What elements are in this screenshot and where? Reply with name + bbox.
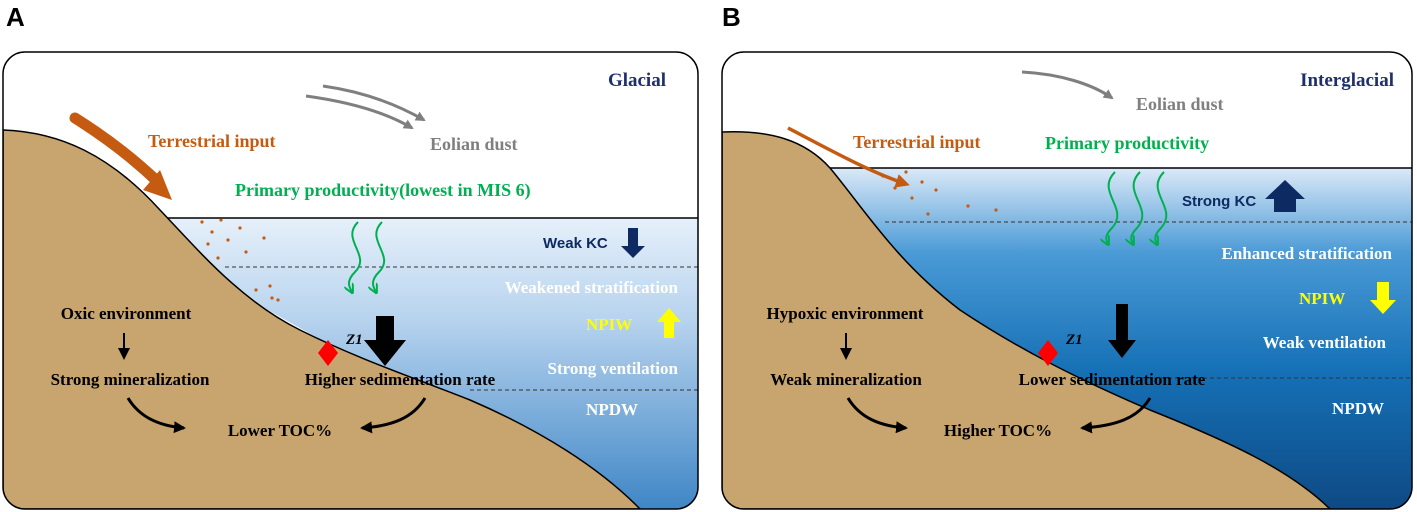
panel-a-toc-arrow-right bbox=[360, 397, 427, 434]
panel-a-label: A bbox=[6, 2, 25, 32]
panel-b-productivity-squiggle-1 bbox=[1106, 171, 1119, 244]
panel-b-dust-arrow bbox=[1021, 70, 1114, 100]
panel-b-ventilation-label: Weak ventilation bbox=[1263, 333, 1387, 352]
panel-a-toc-arrow-left bbox=[126, 397, 186, 434]
panel-a-kc-arrow-down bbox=[621, 228, 645, 258]
panel-b-stratification-label: Enhanced stratification bbox=[1222, 244, 1393, 263]
panel-a-sedimentation-arrow bbox=[364, 316, 406, 366]
panel-a-terrestrial-arrowhead bbox=[143, 170, 172, 200]
panel-b-label: B bbox=[722, 2, 741, 32]
panel-a bbox=[3, 52, 698, 509]
panel-b-terrestrial-arrow bbox=[787, 126, 910, 188]
panel-b-environment-label: Hypoxic environment bbox=[767, 304, 924, 323]
panel-a-particles bbox=[200, 218, 280, 302]
panel-b-sediment bbox=[722, 131, 1332, 509]
panel-b-particles bbox=[881, 170, 998, 216]
panel-b-toc-label: Higher TOC% bbox=[944, 421, 1052, 440]
panel-a-dust-arrow-1 bbox=[305, 94, 414, 130]
panel-b-npdw-label: NPDW bbox=[1332, 399, 1384, 418]
panel-b-frame bbox=[721, 51, 1413, 510]
panel-a-terrestrial-label: Terrestrial input bbox=[148, 131, 276, 151]
panel-a-ocean bbox=[160, 218, 698, 509]
panel-b-title: Interglacial bbox=[1300, 70, 1394, 91]
panel-b-productivity-squiggle-2 bbox=[1131, 171, 1144, 244]
panel-a-frame bbox=[2, 51, 699, 510]
panel-a-z1-label: Z1 bbox=[345, 332, 363, 348]
panel-b-sedimentation-label: Lower sedimentation rate bbox=[1019, 370, 1206, 389]
panel-b-productivity-label: Primary productivity bbox=[1045, 133, 1209, 153]
panel-b-productivity-squiggle-3 bbox=[1155, 171, 1168, 244]
panel-a-stratification-label: Weakened stratification bbox=[505, 278, 679, 297]
panel-b-npiw-arrow-down bbox=[1370, 282, 1396, 314]
panel-a-productivity-squiggle-1 bbox=[349, 221, 362, 292]
panel-a-sedimentation-label: Higher sedimentation rate bbox=[305, 370, 496, 389]
panel-a-npiw-label: NPIW bbox=[586, 315, 632, 334]
panel-a-sediment bbox=[3, 129, 642, 509]
panel-a-terrestrial-arrow bbox=[69, 112, 164, 188]
panel-a-productivity-label: Primary productivity(lowest in MIS 6) bbox=[235, 180, 531, 201]
panel-a-dust-arrow-2 bbox=[322, 84, 426, 122]
panel-a-kc-label: Weak KC bbox=[543, 235, 608, 252]
panel-a-productivity-squiggle-2 bbox=[373, 221, 386, 292]
panel-a-ventilation-label: Strong ventilation bbox=[547, 359, 678, 378]
panel-a-dust-label: Eolian dust bbox=[430, 134, 518, 154]
panel-a-title: Glacial bbox=[608, 70, 666, 91]
panel-b-terrestrial-label: Terrestrial input bbox=[853, 132, 981, 152]
panel-b-sample-marker bbox=[1038, 340, 1058, 366]
panel-a-sample-marker bbox=[318, 340, 338, 366]
panel-b-toc-arrow-right bbox=[1080, 397, 1152, 434]
panel-a-toc-label: Lower TOC% bbox=[228, 421, 332, 440]
panel-b-z1-label: Z1 bbox=[1065, 332, 1083, 348]
panel-b-kc-label: Strong KC bbox=[1182, 193, 1256, 210]
panel-b-mineralization-label: Weak mineralization bbox=[770, 370, 922, 389]
panel-a-npdw-label: NPDW bbox=[586, 400, 638, 419]
panel-b bbox=[722, 52, 1412, 509]
panel-a-npiw-arrow-up bbox=[657, 308, 681, 338]
panel-a-environment-label: Oxic environment bbox=[61, 304, 192, 323]
panel-b-dust-label: Eolian dust bbox=[1136, 94, 1224, 114]
panel-b-npiw-label: NPIW bbox=[1299, 289, 1345, 308]
panel-b-kc-arrow-up bbox=[1265, 180, 1305, 212]
panel-a-mineralization-label: Strong mineralization bbox=[51, 370, 210, 389]
panel-b-toc-arrow-left bbox=[846, 397, 908, 434]
panel-b-sedimentation-arrow bbox=[1108, 304, 1136, 358]
